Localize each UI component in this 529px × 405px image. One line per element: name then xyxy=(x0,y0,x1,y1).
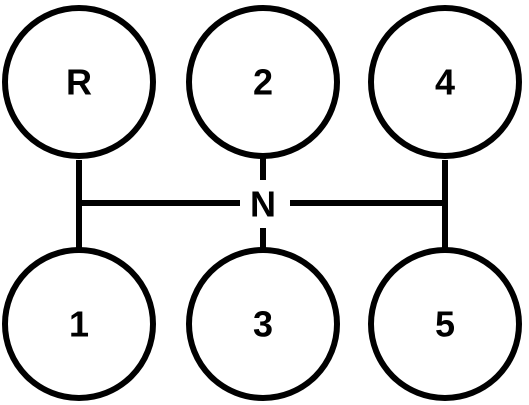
gear-3-label: 3 xyxy=(253,304,273,345)
gear-1-label: 1 xyxy=(69,304,89,345)
neutral-label: N xyxy=(250,184,276,225)
gear-2-label: 2 xyxy=(253,62,273,103)
gear-5-circle xyxy=(368,247,522,401)
gear-reverse-label: R xyxy=(66,62,92,103)
gear-4-circle xyxy=(368,5,522,159)
gear-5-label: 5 xyxy=(435,304,455,345)
gear-4-label: 4 xyxy=(435,62,455,103)
gear-2-circle xyxy=(186,5,340,159)
gear-1-circle xyxy=(2,247,156,401)
gear-reverse-circle xyxy=(2,5,156,159)
gear-3-circle xyxy=(186,247,340,401)
